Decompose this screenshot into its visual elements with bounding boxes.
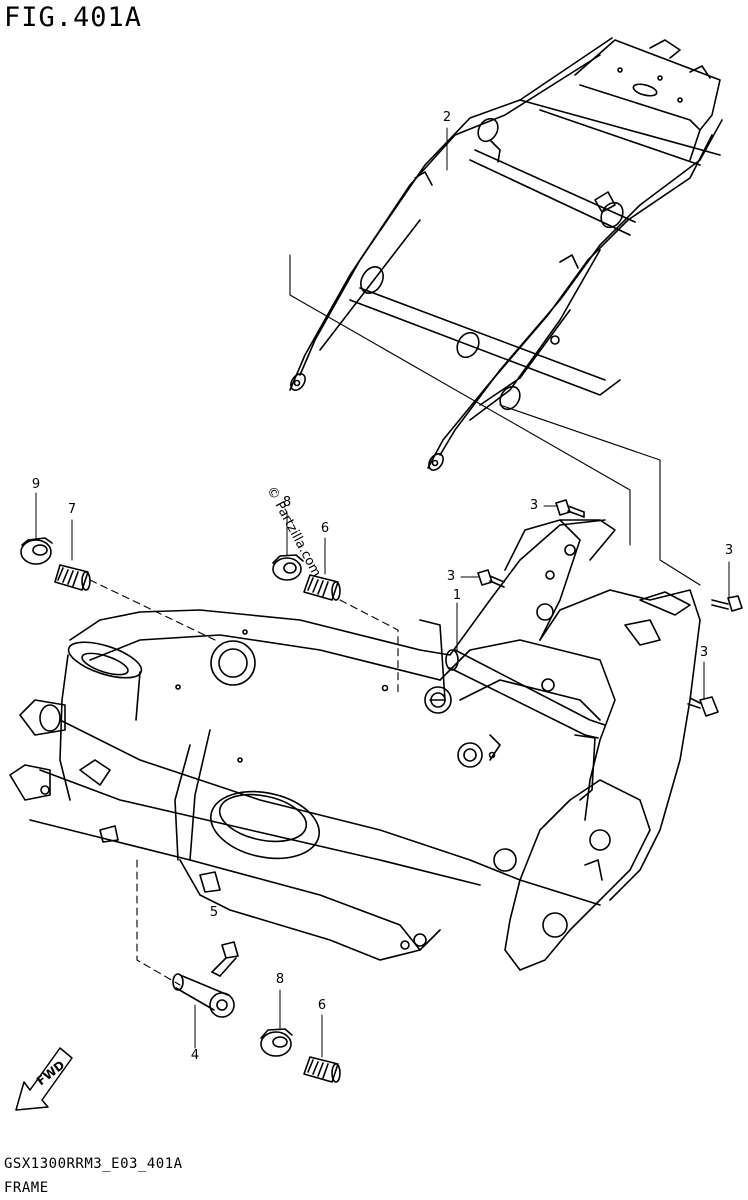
callout-8-lower: 8 <box>275 972 285 987</box>
callout-3-a: 3 <box>529 498 539 513</box>
leader-lines <box>89 254 701 986</box>
callout-7: 7 <box>67 502 77 517</box>
callout-3-b: 3 <box>446 569 456 584</box>
callout-3-c: 3 <box>724 543 734 558</box>
callout-9: 9 <box>31 477 41 492</box>
callout-5: 5 <box>209 905 219 920</box>
callout-2: 2 <box>442 110 452 125</box>
spacer-6-lower <box>303 1056 341 1083</box>
cushion-8-lower <box>260 1028 293 1057</box>
collar-4 <box>172 973 235 1018</box>
bolts-3 <box>477 499 743 717</box>
figure-title: FIG.401A <box>4 2 143 33</box>
callout-1: 1 <box>452 588 462 603</box>
bolt-5 <box>211 941 239 977</box>
callout-leaders <box>35 127 730 1058</box>
callout-6-upper: 6 <box>320 521 330 536</box>
cushion-9 <box>20 537 53 565</box>
section-name: FRAME <box>4 1180 49 1196</box>
callout-3-d: 3 <box>699 645 709 660</box>
fwd-arrow <box>15 1047 73 1111</box>
part-code: GSX1300RRM3_E03_401A <box>4 1156 183 1172</box>
spacer-6-upper <box>303 574 341 601</box>
seat-rail <box>289 37 723 471</box>
cushion-8-upper <box>272 554 304 581</box>
spacer-7 <box>54 564 91 591</box>
main-frame <box>9 519 701 971</box>
callout-4: 4 <box>190 1048 200 1063</box>
callout-6-lower: 6 <box>317 998 327 1013</box>
callout-8-upper: 8 <box>282 495 292 510</box>
